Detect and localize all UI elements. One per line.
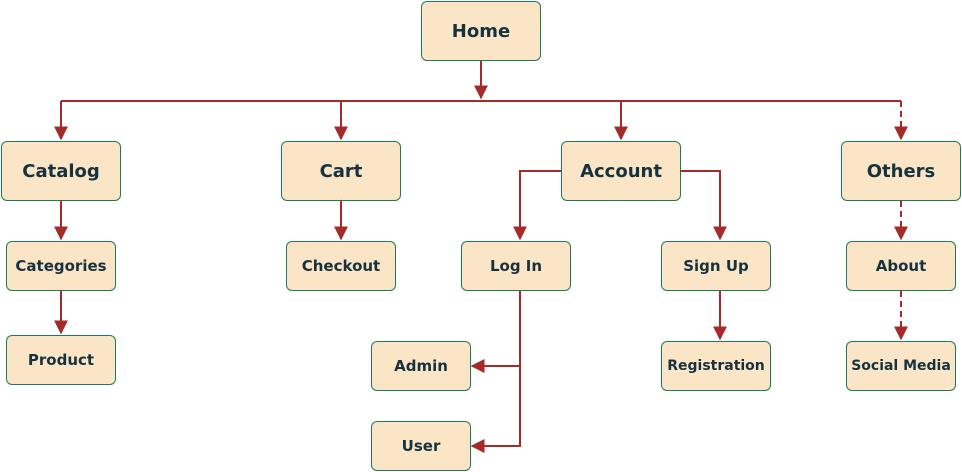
node-about: About: [846, 241, 956, 291]
node-checkout: Checkout: [286, 241, 396, 291]
node-social-media: Social Media: [846, 341, 956, 391]
node-categories: Categories: [6, 241, 116, 291]
node-sign-up: Sign Up: [661, 241, 771, 291]
node-account: Account: [561, 141, 681, 201]
connector-account-login: [513, 170, 561, 241]
node-registration: Registration: [661, 341, 771, 391]
node-product: Product: [6, 335, 116, 385]
node-others: Others: [841, 141, 961, 201]
node-catalog: Catalog: [1, 141, 121, 201]
node-log-in: Log In: [461, 241, 571, 291]
connector-login-user: [470, 366, 521, 453]
node-home: Home: [421, 1, 541, 61]
node-user: User: [371, 421, 471, 471]
node-cart: Cart: [281, 141, 401, 201]
node-admin: Admin: [371, 341, 471, 391]
connector-login-admin: [470, 291, 521, 373]
connector-account-signup: [681, 170, 727, 241]
